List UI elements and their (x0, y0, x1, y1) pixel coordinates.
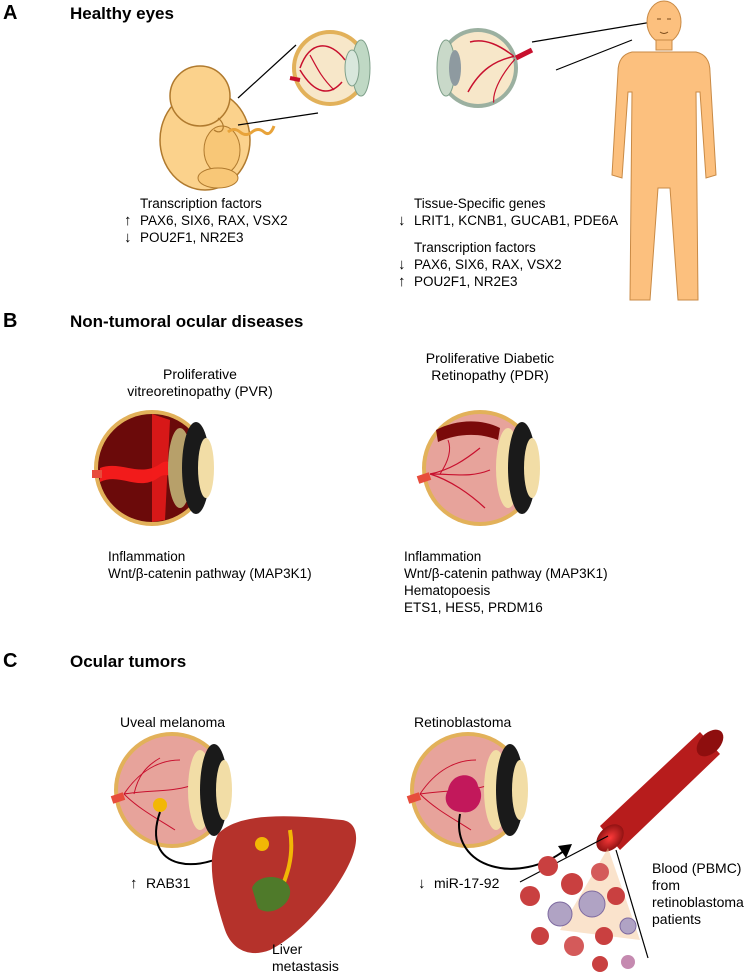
embryo-eye (289, 30, 371, 106)
embryo-gene-block: Transcription factors ↑ PAX6, SIX6, RAX,… (124, 195, 288, 246)
embryo-line-2-text: POU2F1, NR2E3 (140, 230, 244, 245)
liver-label-line-1: Liver (272, 941, 303, 957)
down-arrow-icon: ↓ (418, 875, 426, 892)
down-arrow-icon: ↓ (124, 229, 132, 246)
adult-line-2: ↓ PAX6, SIX6, RAX, VSX2 (398, 256, 618, 273)
retino-marker-text: miR-17-92 (434, 875, 500, 891)
down-arrow-icon: ↓ (398, 212, 406, 229)
pvr-finding-2: Wnt/β-catenin pathway (MAP3K1) (108, 566, 312, 581)
embryo-heading: Transcription factors (140, 196, 262, 211)
blood-label: Blood (PBMC) from retinoblastoma patient… (652, 860, 744, 928)
blood-label-line-2: from (652, 877, 680, 893)
adult-heading-2: Transcription factors (414, 240, 536, 255)
liver-illustration (211, 816, 357, 954)
up-arrow-icon: ↑ (398, 273, 406, 290)
down-arrow-icon: ↓ (398, 256, 406, 273)
pvr-eye (92, 410, 214, 526)
pdr-title-line-1: Proliferative Diabetic (425, 350, 555, 366)
adult-heading-1: Tissue-Specific genes (414, 196, 546, 211)
pvr-findings: Inflammation Wnt/β-catenin pathway (MAP3… (108, 548, 312, 582)
pvr-title-line-1: Proliferative (163, 366, 237, 382)
pvr-title-line-2: vitreoretinopathy (PVR) (127, 383, 273, 399)
adult-line-3: ↑ POU2F1, NR2E3 (398, 273, 618, 290)
panel-letter-c: C (3, 650, 18, 672)
uveal-melanoma-title: Uveal melanoma (120, 714, 226, 730)
pvr-finding-1: Inflammation (108, 549, 186, 564)
uveal-marker-text: RAB31 (146, 875, 191, 891)
adult-line-1: ↓ LRIT1, KCNB1, GUCAB1, PDE6A (398, 212, 618, 229)
pdr-finding-3: Hematopoesis (404, 583, 491, 598)
adult-gene-block: Tissue-Specific genes ↓ LRIT1, KCNB1, GU… (398, 195, 618, 290)
pdr-finding-2: Wnt/β-catenin pathway (MAP3K1) (404, 566, 608, 581)
retino-marker: ↓ miR-17-92 (418, 875, 499, 892)
pdr-title-line-2: Retinopathy (PDR) (431, 367, 549, 383)
panel-b-title: Non-tumoral ocular diseases (70, 312, 304, 331)
blood-label-line-4: patients (652, 911, 702, 927)
adult-line-3-text: POU2F1, NR2E3 (414, 274, 518, 289)
adult-line-2-text: PAX6, SIX6, RAX, VSX2 (414, 257, 562, 272)
pdr-finding-1: Inflammation (404, 549, 482, 564)
retinoblastoma-title: Retinoblastoma (414, 714, 512, 730)
adult-eye (436, 28, 534, 108)
panel-a-title: Healthy eyes (70, 4, 174, 23)
pdr-title: Proliferative Diabetic Retinopathy (PDR) (400, 350, 580, 384)
pdr-eye (416, 410, 540, 526)
panel-c-title: Ocular tumors (70, 652, 187, 671)
adult-line-1-text: LRIT1, KCNB1, GUCAB1, PDE6A (414, 213, 619, 228)
pvr-title: Proliferative vitreoretinopathy (PVR) (100, 366, 300, 400)
retino-eye (406, 732, 528, 848)
blood-label-line-3: retinoblastoma (652, 894, 744, 910)
liver-label: Liver metastasis (272, 941, 339, 975)
uveal-marker: ↑ RAB31 (130, 875, 190, 892)
embryo-line-1-text: PAX6, SIX6, RAX, VSX2 (140, 213, 288, 228)
panel-letter-a: A (3, 2, 18, 24)
uveal-eye (110, 732, 232, 848)
pdr-finding-4: ETS1, HES5, PRDM16 (404, 600, 543, 615)
human-silhouette (611, 0, 717, 301)
embryo-line-2: ↓ POU2F1, NR2E3 (124, 229, 288, 246)
up-arrow-icon: ↑ (130, 875, 138, 892)
blood-cells (520, 848, 640, 972)
up-arrow-icon: ↑ (124, 212, 132, 229)
embryo-line-1: ↑ PAX6, SIX6, RAX, VSX2 (124, 212, 288, 229)
liver-label-line-2: metastasis (272, 958, 339, 974)
panel-letter-b: B (3, 310, 18, 332)
embryo-illustration (159, 65, 276, 191)
blood-label-line-1: Blood (PBMC) (652, 860, 742, 876)
blood-tube (596, 729, 724, 852)
pdr-findings: Inflammation Wnt/β-catenin pathway (MAP3… (404, 548, 608, 616)
